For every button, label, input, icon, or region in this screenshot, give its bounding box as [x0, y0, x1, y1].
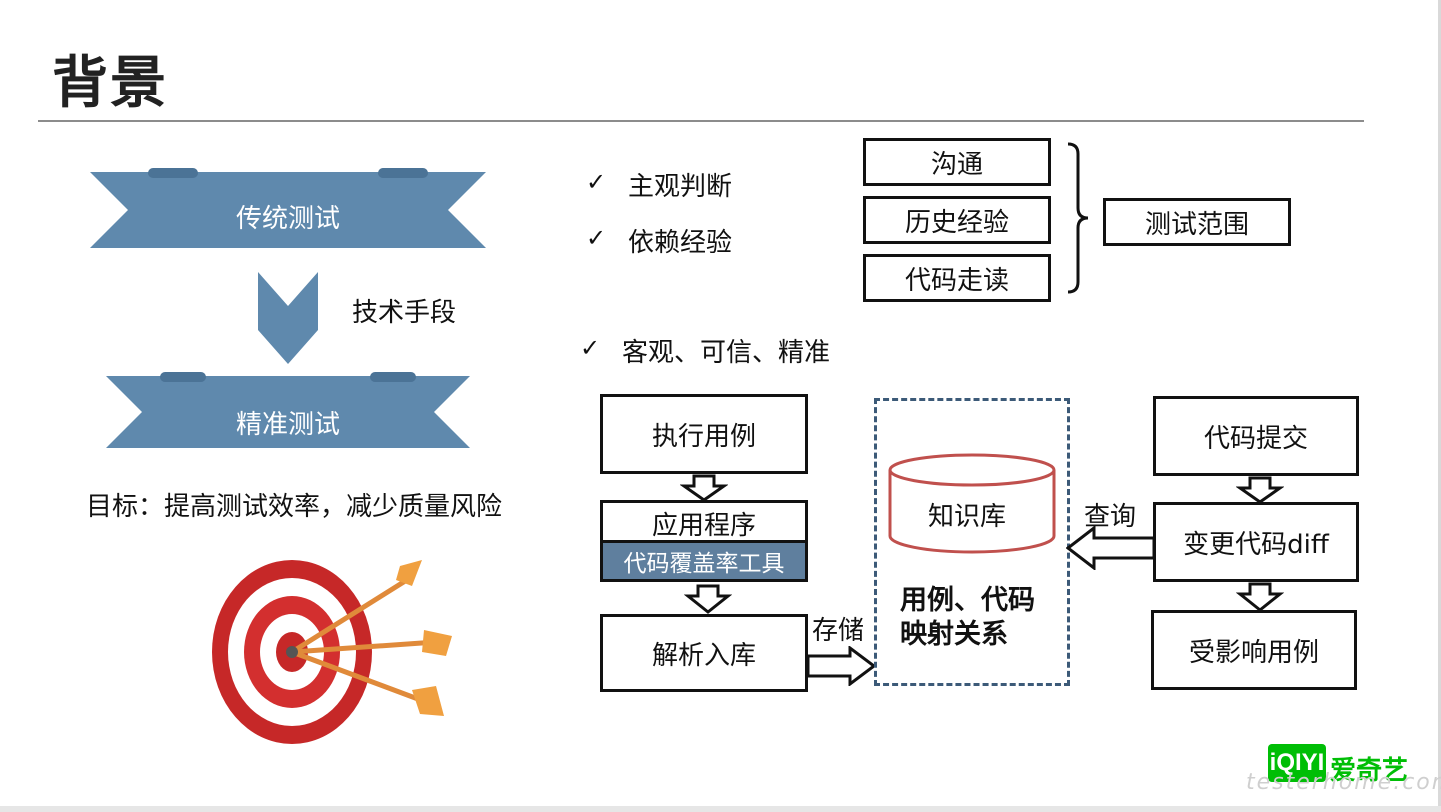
banner-traditional-label: 传统测试: [235, 204, 340, 234]
check-item-experience: 依赖经验: [628, 228, 733, 258]
mapping-label-line2: 映射关系: [900, 619, 1008, 650]
slide-edge-right: [1438, 0, 1441, 812]
down-arrow-icon: [1236, 476, 1284, 504]
scope-box-history: 历史经验: [863, 196, 1051, 244]
left-arrow-icon: [1066, 526, 1156, 570]
execute-case-box: 执行用例: [600, 394, 808, 474]
goal-text: 目标：提高测试效率，减少质量风险: [86, 492, 503, 522]
iqiyi-logo: iQIYI: [1268, 744, 1326, 782]
code-commit-box: 代码提交: [1153, 396, 1359, 476]
watermark-text: testerhome.com: [1246, 770, 1441, 795]
scope-brace: [1067, 142, 1089, 294]
banner-precision-label: 精准测试: [235, 410, 340, 440]
down-arrow-icon: [1236, 582, 1284, 612]
right-arrow-icon: [806, 646, 876, 686]
affected-cases-box: 受影响用例: [1151, 610, 1357, 690]
code-diff-box: 变更代码diff: [1153, 502, 1359, 582]
banner-precision-shape: [106, 372, 470, 448]
application-box: 应用程序: [600, 500, 808, 544]
check-item-subjective: 主观判断: [628, 172, 733, 202]
scope-box-code-review: 代码走读: [863, 254, 1051, 302]
mapping-label-line1: 用例、代码: [900, 585, 1035, 616]
slide-edge-bottom: [0, 806, 1441, 812]
page-title: 背景: [52, 51, 168, 116]
coverage-tool-box: 代码覆盖率工具: [600, 540, 808, 582]
check-item-objective: 客观、可信、精准: [622, 338, 831, 368]
down-arrow-icon: [684, 584, 732, 614]
check-icon: ✓: [586, 224, 607, 252]
target-illustration: [200, 556, 460, 748]
parse-store-box: 解析入库: [600, 614, 808, 692]
scope-result-box: 测试范围: [1103, 198, 1291, 246]
scope-box-communication: 沟通: [863, 138, 1051, 186]
query-label: 查询: [1084, 502, 1137, 532]
check-icon: ✓: [586, 168, 607, 196]
store-label: 存储: [812, 616, 865, 646]
down-arrow-icon: [680, 474, 728, 502]
title-divider: [38, 120, 1364, 122]
knowledge-base-label: 知识库: [928, 502, 1007, 532]
banner-traditional-shape: [90, 168, 486, 248]
database-cylinder-icon: [888, 453, 1056, 554]
brand-name: 爱奇艺: [1330, 756, 1409, 786]
check-icon: ✓: [580, 334, 601, 362]
down-chevron-arrow: [258, 272, 318, 364]
arrow-label: 技术手段: [352, 298, 457, 328]
